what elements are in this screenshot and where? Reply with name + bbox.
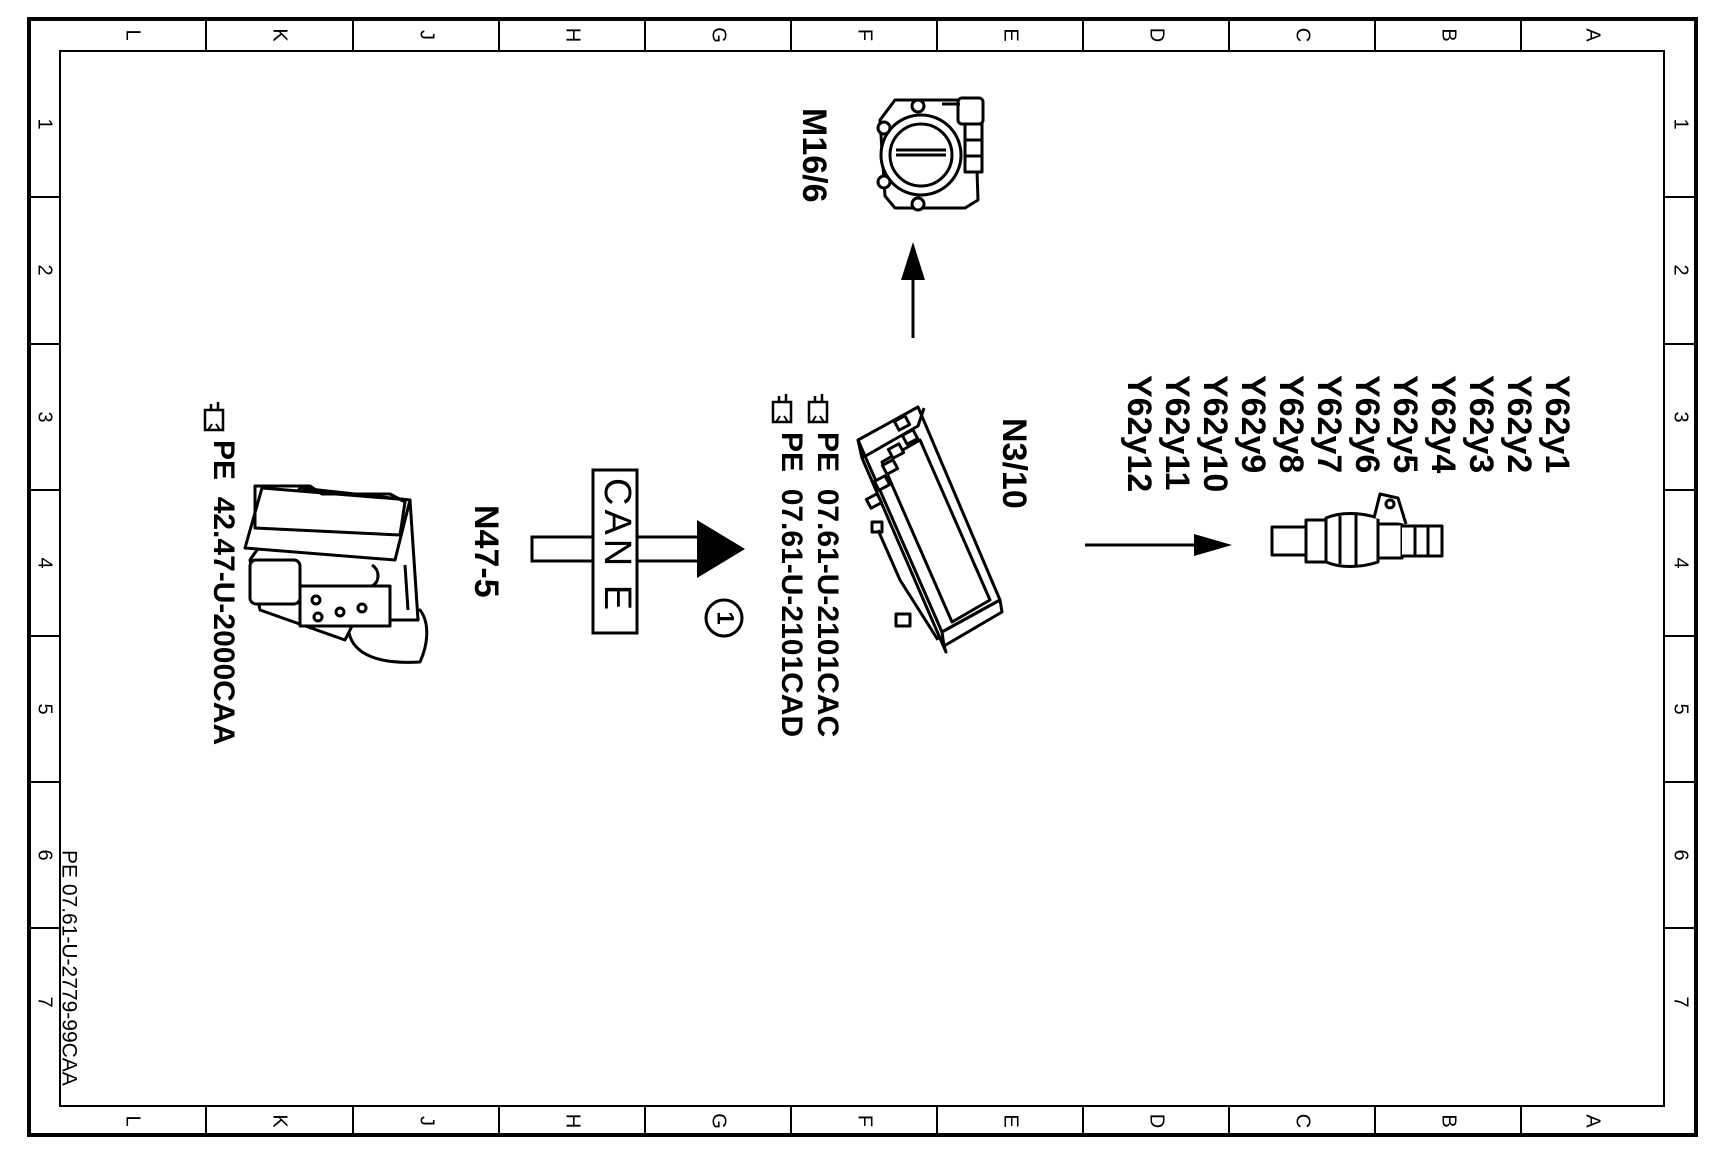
injector-label: Y62y10 <box>1196 375 1234 492</box>
row-label: 5 <box>34 703 56 714</box>
col-label: G <box>708 27 730 43</box>
row-label: 1 <box>34 118 56 129</box>
col-label: F <box>854 1115 876 1127</box>
injector-label: Y62y2 <box>1500 375 1538 473</box>
abs-unit-drawing <box>243 484 429 664</box>
col-label: K <box>269 28 291 42</box>
col-label: A <box>1582 1114 1604 1128</box>
row-numbers-right: 1 2 3 4 5 6 7 <box>1670 118 1692 1007</box>
row-ticks-right <box>1664 196 1696 929</box>
row-label: 7 <box>34 996 56 1007</box>
injector-label-list: Y62y1 Y62y2 Y62y3 Y62y4 Y62y5 Y62y6 Y62y… <box>1120 375 1576 492</box>
hand-pointer-icon <box>203 402 225 432</box>
row-label: 7 <box>1670 996 1692 1007</box>
col-label: K <box>269 1114 291 1128</box>
row-label: 1 <box>1670 118 1692 129</box>
control-unit-ref-2: PE 07.61-U-2101CAD <box>771 394 808 737</box>
abs-unit-ref: PE 42.47-U-2000CAA <box>203 402 240 745</box>
col-label: D <box>1146 1114 1168 1128</box>
abs-unit-label: N47-5 <box>467 505 505 598</box>
col-label: H <box>562 1114 584 1128</box>
control-unit-drawing <box>856 405 1004 654</box>
injector-label: Y62y8 <box>1272 375 1310 473</box>
row-numbers-left: 1 2 3 4 5 6 7 <box>34 118 56 1007</box>
col-label: F <box>854 29 876 41</box>
control-unit-ref-1: PE 07.61-U-2101CAC <box>807 394 844 737</box>
injector-label: Y62y4 <box>1424 375 1462 473</box>
row-label: 5 <box>1670 703 1692 714</box>
injector-label: Y62y6 <box>1348 375 1386 473</box>
col-label: J <box>416 1116 438 1126</box>
row-label: 3 <box>34 411 56 422</box>
column-letters-bottom: L K J H G F E D C B A <box>122 1113 1604 1129</box>
row-label: 4 <box>34 557 56 568</box>
injector-label: Y62y11 <box>1158 375 1196 490</box>
col-label: A <box>1582 28 1604 42</box>
ref-code: PE 42.47-U-2000CAA <box>207 440 240 745</box>
throttle-label: M16/6 <box>795 108 833 203</box>
injector-label: Y62y12 <box>1120 375 1158 492</box>
row-label: 6 <box>34 849 56 860</box>
outer-frame <box>27 17 1698 1137</box>
col-label: B <box>1438 28 1460 41</box>
row-label: 2 <box>1670 264 1692 275</box>
column-letters-top: L K J H G F E D C B A <box>122 27 1604 43</box>
col-label: H <box>562 28 584 42</box>
drawing-code: PE 07.61-U-2779-99CAA <box>57 850 80 1086</box>
inner-frame <box>59 50 1665 1107</box>
can-label: CAN E <box>596 478 638 614</box>
arrow-to-throttle <box>901 242 925 338</box>
hand-pointer-icon <box>807 394 829 424</box>
col-label: C <box>1292 28 1314 42</box>
column-ticks-bottom <box>205 1106 1522 1135</box>
col-label: E <box>1000 1114 1022 1127</box>
control-unit-label: N3/10 <box>995 418 1033 509</box>
ref-code: PE 07.61-U-2101CAC <box>811 432 844 737</box>
col-label: B <box>1438 1114 1460 1127</box>
col-label: L <box>122 1115 144 1126</box>
injector-label: Y62y3 <box>1462 375 1500 473</box>
hand-pointer-icon <box>771 394 793 424</box>
row-label: 6 <box>1670 849 1692 860</box>
injector-label: Y62y1 <box>1538 375 1576 473</box>
arrow-to-injectors <box>1085 534 1232 556</box>
col-label: J <box>416 30 438 40</box>
col-label: L <box>122 29 144 40</box>
can-marker-number: 1 <box>712 611 739 624</box>
row-label: 2 <box>34 264 56 275</box>
column-ticks-top <box>205 19 1522 51</box>
can-label-box <box>591 468 639 635</box>
col-label: E <box>1000 28 1022 41</box>
can-marker: 1 <box>704 598 744 638</box>
injector-label: Y62y9 <box>1234 375 1272 473</box>
row-ticks-left <box>29 196 60 929</box>
row-label: 4 <box>1670 557 1692 568</box>
ref-code: PE 07.61-U-2101CAD <box>775 432 808 737</box>
throttle-body-drawing <box>876 96 985 212</box>
row-label: 3 <box>1670 411 1692 422</box>
injector-label: Y62y5 <box>1386 375 1424 473</box>
injector-label: Y62y7 <box>1310 375 1348 473</box>
can-bus-arrow <box>530 468 745 635</box>
col-label: G <box>708 1113 730 1129</box>
col-label: D <box>1146 28 1168 42</box>
fuel-injector-drawing <box>1270 492 1444 568</box>
col-label: C <box>1292 1114 1314 1128</box>
